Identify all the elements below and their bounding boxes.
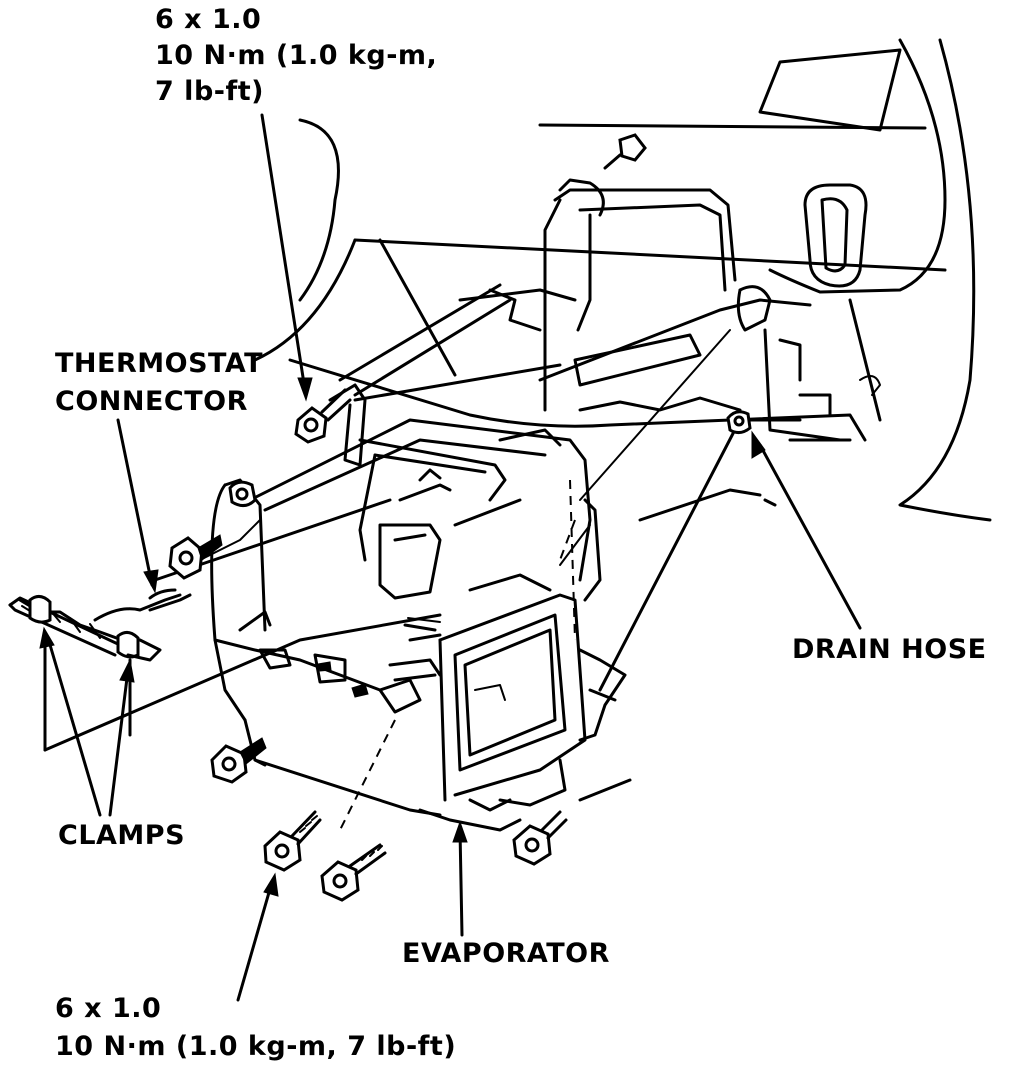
- evaporator-core: [388, 479, 627, 802]
- bottom-bolt-size: 6 x 1.0: [55, 993, 162, 1024]
- bolt-top-left: [294, 388, 352, 444]
- bolt-bracket-left: [228, 480, 257, 507]
- top-bolt-torque-label: 6 x 1.0 10 N·m (1.0 kg-m, 7 lb-ft): [155, 2, 437, 110]
- thermostat-label-line2: CONNECTOR: [55, 386, 248, 417]
- leader-top-bolt: [260, 113, 313, 402]
- lower-flange: [238, 610, 567, 831]
- pipe-lines: [43, 283, 852, 802]
- bottom-bolt-torque: 10 N·m (1.0 kg-m, 7 lb-ft): [55, 1031, 457, 1062]
- bolt-top-center: [603, 133, 647, 170]
- bolt-left-mid: [168, 534, 223, 580]
- bolt-lower-right: [512, 810, 568, 866]
- leader-clamps: [39, 626, 135, 817]
- bolt-drain-clip: [726, 410, 752, 435]
- bolt-lower-center: [320, 843, 387, 902]
- thermostat-label-line1: THERMOSTAT: [55, 348, 264, 379]
- dashboard-panel: [253, 38, 992, 522]
- leader-evaporator: [452, 820, 468, 937]
- bolt-lower-front: [263, 810, 322, 872]
- top-bolt-torque-imperial: 7 lb-ft): [155, 76, 264, 107]
- leader-thermostat: [116, 418, 159, 594]
- bottom-bolt-torque-label: 6 x 1.0 10 N·m (1.0 kg-m, 7 lb-ft): [55, 990, 456, 1066]
- top-bolt-size: 6 x 1.0: [155, 4, 262, 35]
- evaporator-housing: [210, 383, 602, 832]
- thermostat-wire-clamps: [8, 588, 192, 752]
- leader-drain-hose: [751, 430, 862, 630]
- bolt-lower-left: [210, 737, 267, 784]
- leader-bottom-bolt: [236, 872, 279, 1002]
- drain-hose-label: DRAIN HOSE: [792, 634, 987, 665]
- clamps-label: CLAMPS: [58, 820, 186, 851]
- top-bolt-torque-metric: 10 N·m (1.0 kg-m,: [155, 40, 438, 71]
- thermostat-connector-label: THERMOSTAT CONNECTOR: [55, 345, 263, 421]
- evaporator-label: EVAPORATOR: [402, 938, 610, 969]
